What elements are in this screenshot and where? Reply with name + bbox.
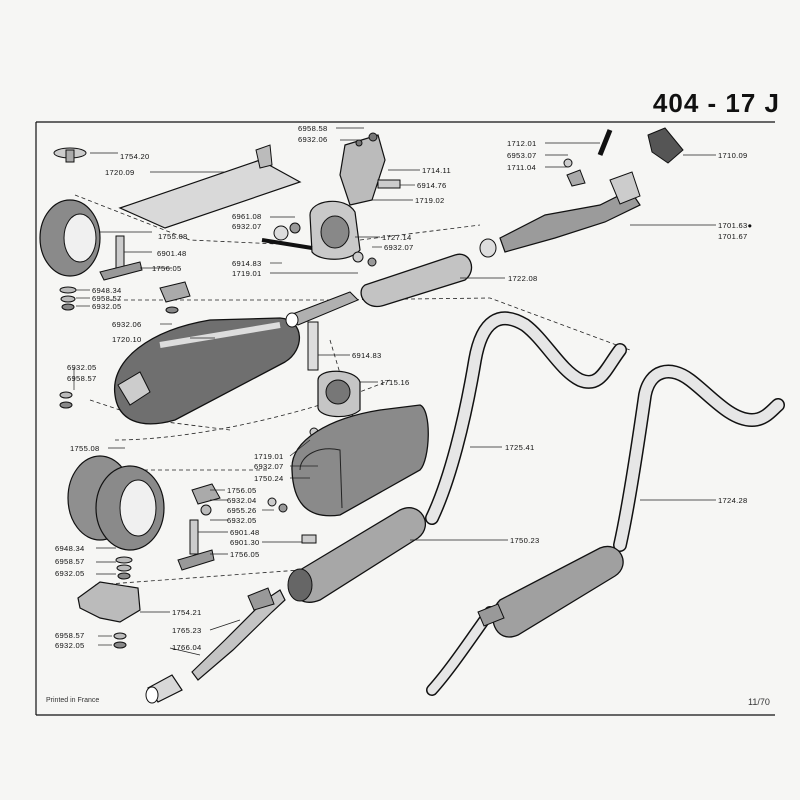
part-label: 1754.20 xyxy=(120,152,150,161)
part-label: 6932.07 xyxy=(232,222,262,231)
part-label: 6958.57 xyxy=(92,294,122,303)
part-label: 1719.02 xyxy=(415,196,445,205)
front-muffler xyxy=(113,317,301,425)
part-label: 1714.11 xyxy=(422,166,451,175)
part-label: 6955.26 xyxy=(227,506,257,515)
exhaust-bracket-upper xyxy=(339,132,401,206)
part-label: 6953.07 xyxy=(507,151,537,160)
manifold-spring-and-clip xyxy=(563,127,684,187)
part-label: 1719.01 xyxy=(254,452,284,461)
part-label: 6932.06 xyxy=(112,320,142,329)
part-label: 1722.08 xyxy=(508,274,538,283)
part-label: 6914.83 xyxy=(352,351,382,360)
part-label: 6914.83 xyxy=(232,259,262,268)
part-label: 1766.04 xyxy=(172,643,202,652)
rubber-mount-ring-lower xyxy=(67,455,165,551)
intermediate-silencer xyxy=(285,253,473,328)
part-label: 1710.09 xyxy=(718,151,748,160)
part-label: 6901.48 xyxy=(157,249,187,258)
heat-shield-upper xyxy=(118,144,302,229)
part-labels: 1754.20 1720.09 1755.08 6901.48 1756.05 … xyxy=(55,124,752,652)
part-label: 6958.57 xyxy=(67,374,97,383)
tailpipe-short xyxy=(145,587,286,704)
part-label: 1701.63● xyxy=(718,221,752,230)
part-label: 6932.05 xyxy=(92,302,122,311)
part-label: 6932.05 xyxy=(55,569,85,578)
part-label: 1765.23 xyxy=(172,626,202,635)
part-label: 6948.34 xyxy=(55,544,85,553)
center-silencer xyxy=(287,507,426,603)
part-label: 6932.05 xyxy=(67,363,97,372)
intermediate-pipe-long xyxy=(425,311,627,525)
part-label: 6901.48 xyxy=(230,528,260,537)
fasteners-mid-left xyxy=(59,391,73,409)
leader-lines xyxy=(73,127,716,656)
part-label: 6961.08 xyxy=(232,212,262,221)
part-label: 1719.01 xyxy=(232,269,262,278)
part-label: 1755.08 xyxy=(158,232,188,241)
part-label: 1720.10 xyxy=(112,335,142,344)
heat-shield-cover xyxy=(291,404,429,517)
part-label: 1756.05 xyxy=(227,486,257,495)
part-label: 1725.41 xyxy=(505,443,535,452)
page-code-title: 404 - 17 J xyxy=(652,88,780,118)
part-label: 6932.07 xyxy=(254,462,284,471)
mounting-washer-top xyxy=(53,147,87,163)
part-label: 1715.16 xyxy=(380,378,410,387)
part-label: 6958.58 xyxy=(298,124,328,133)
part-label: 6958.57 xyxy=(55,631,85,640)
part-label: 6932.07 xyxy=(384,243,414,252)
part-label: 6901.30 xyxy=(230,538,260,547)
part-label: 1755.08 xyxy=(70,444,100,453)
part-label: 1727.14 xyxy=(382,233,412,242)
part-label: 6932.05 xyxy=(55,641,85,650)
part-label: 1720.09 xyxy=(105,168,135,177)
part-label: 6948.34 xyxy=(92,286,122,295)
part-label: 1754.21 xyxy=(172,608,202,617)
rear-hanger-bracket xyxy=(77,581,141,649)
printed-in-france-note: Printed in France xyxy=(46,697,100,704)
part-label: 1756.05 xyxy=(152,264,182,273)
part-label: 1750.23 xyxy=(510,536,540,545)
part-label: 1712.01 xyxy=(507,139,537,148)
part-label: 6932.05 xyxy=(227,516,257,525)
part-label: 1701.67 xyxy=(718,232,748,241)
part-label: 1756.05 xyxy=(230,550,260,559)
part-label: 1724.28 xyxy=(718,496,748,505)
rubber-mount-ring-upper xyxy=(39,199,101,277)
part-label: 6958.57 xyxy=(55,557,85,566)
front-downpipe xyxy=(479,171,641,258)
fasteners-lower xyxy=(115,483,317,580)
fasteners-upper-left xyxy=(59,235,191,314)
part-label: 6932.06 xyxy=(298,135,328,144)
part-label: 1750.24 xyxy=(254,474,284,483)
clamp-bolt-assembly xyxy=(307,321,361,437)
pipe-clamp-1727 xyxy=(261,200,377,267)
rear-exhaust-pipe xyxy=(426,364,785,696)
part-label: 1711.04 xyxy=(507,163,536,172)
part-label: 6914.76 xyxy=(417,181,447,190)
edition-date: 11/70 xyxy=(748,697,770,707)
part-label: 6932.04 xyxy=(227,496,257,505)
